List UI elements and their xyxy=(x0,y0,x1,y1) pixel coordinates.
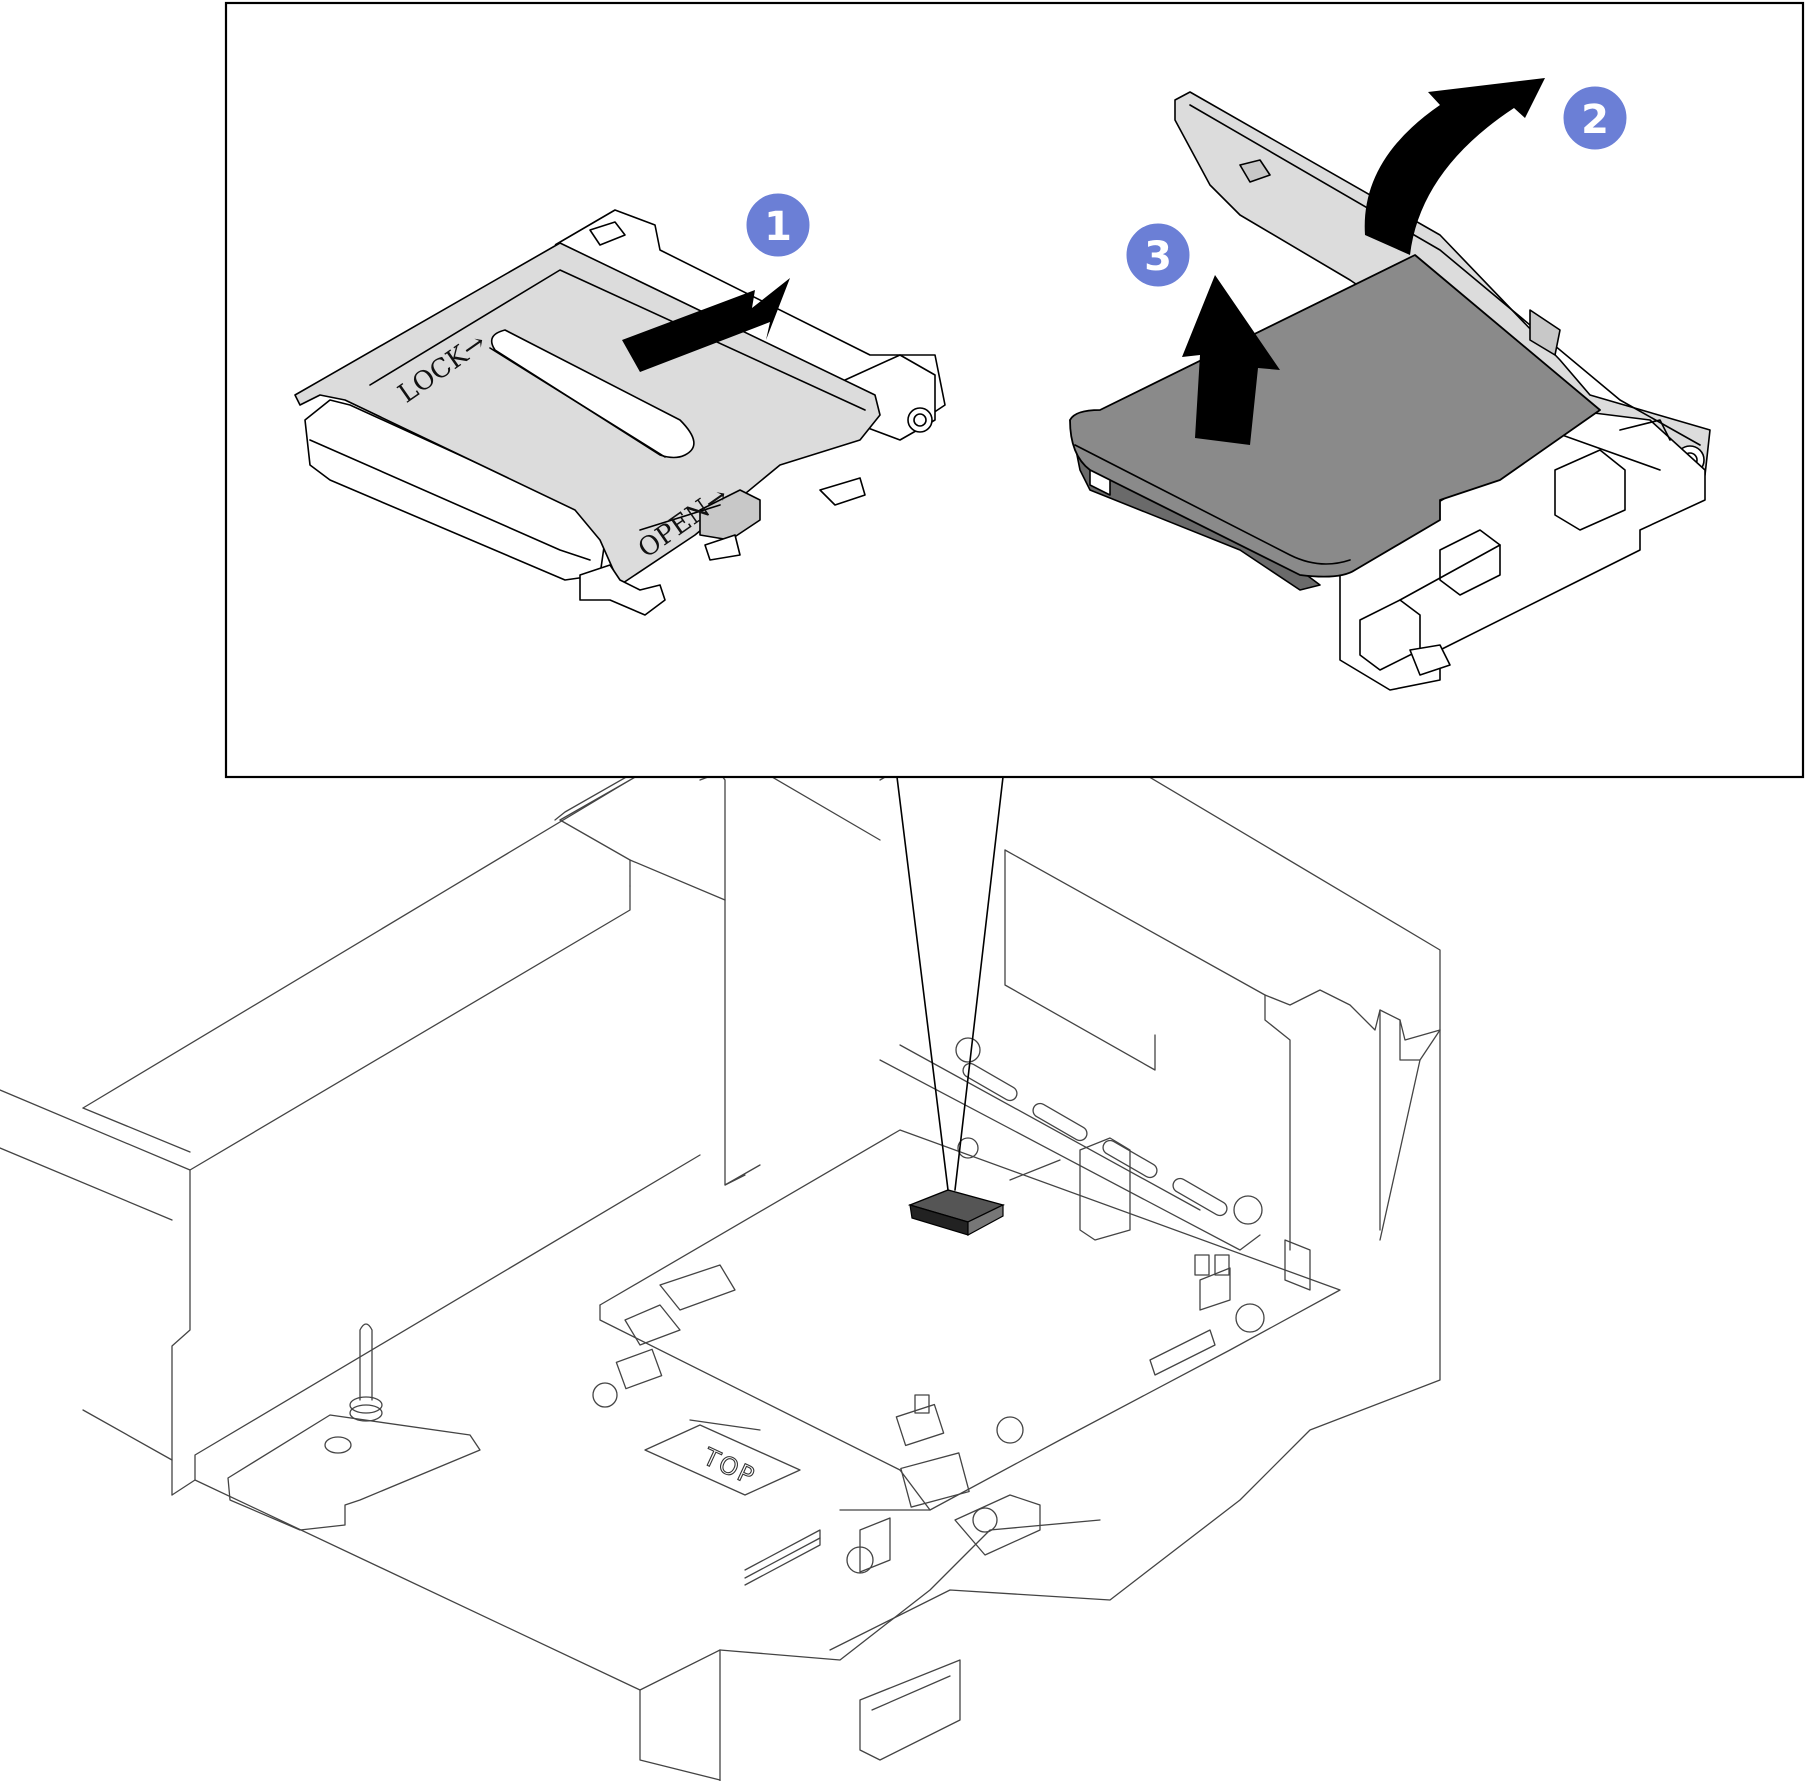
slide-arrow-icon xyxy=(622,278,790,372)
callout-1-label: 1 xyxy=(764,204,792,250)
magnifier-leader xyxy=(896,776,1004,1191)
board-top-marking: TOP xyxy=(698,1442,760,1491)
standoff-post xyxy=(227,1323,481,1531)
lift-arrow-icon xyxy=(1182,275,1280,445)
callout-1: 1 xyxy=(743,190,813,260)
board-components xyxy=(592,1137,1311,1574)
chassis-illustration: TOP xyxy=(0,699,1441,1781)
vent-slots xyxy=(955,1037,1263,1225)
callout-3-label: 3 xyxy=(1144,234,1172,280)
callout-3: 3 xyxy=(1123,220,1193,290)
microsd-socket-location[interactable] xyxy=(907,1189,1005,1237)
flip-arrow-icon xyxy=(1364,78,1545,255)
socket-open-view xyxy=(1069,91,1711,691)
socket-closed-view: LOCK→ OPEN→ xyxy=(294,209,946,616)
callout-2: 2 xyxy=(1560,83,1630,153)
callout-2-label: 2 xyxy=(1581,97,1609,143)
